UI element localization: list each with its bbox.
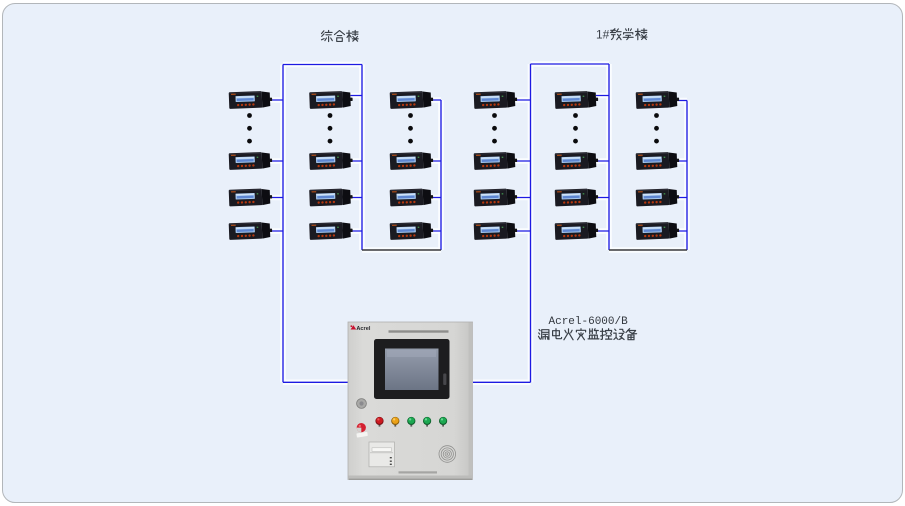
svg-text:Acrel: Acrel — [356, 326, 370, 332]
svg-text:1#: 1# — [596, 27, 610, 41]
svg-text:Acrel-6000/B: Acrel-6000/B — [549, 316, 629, 328]
